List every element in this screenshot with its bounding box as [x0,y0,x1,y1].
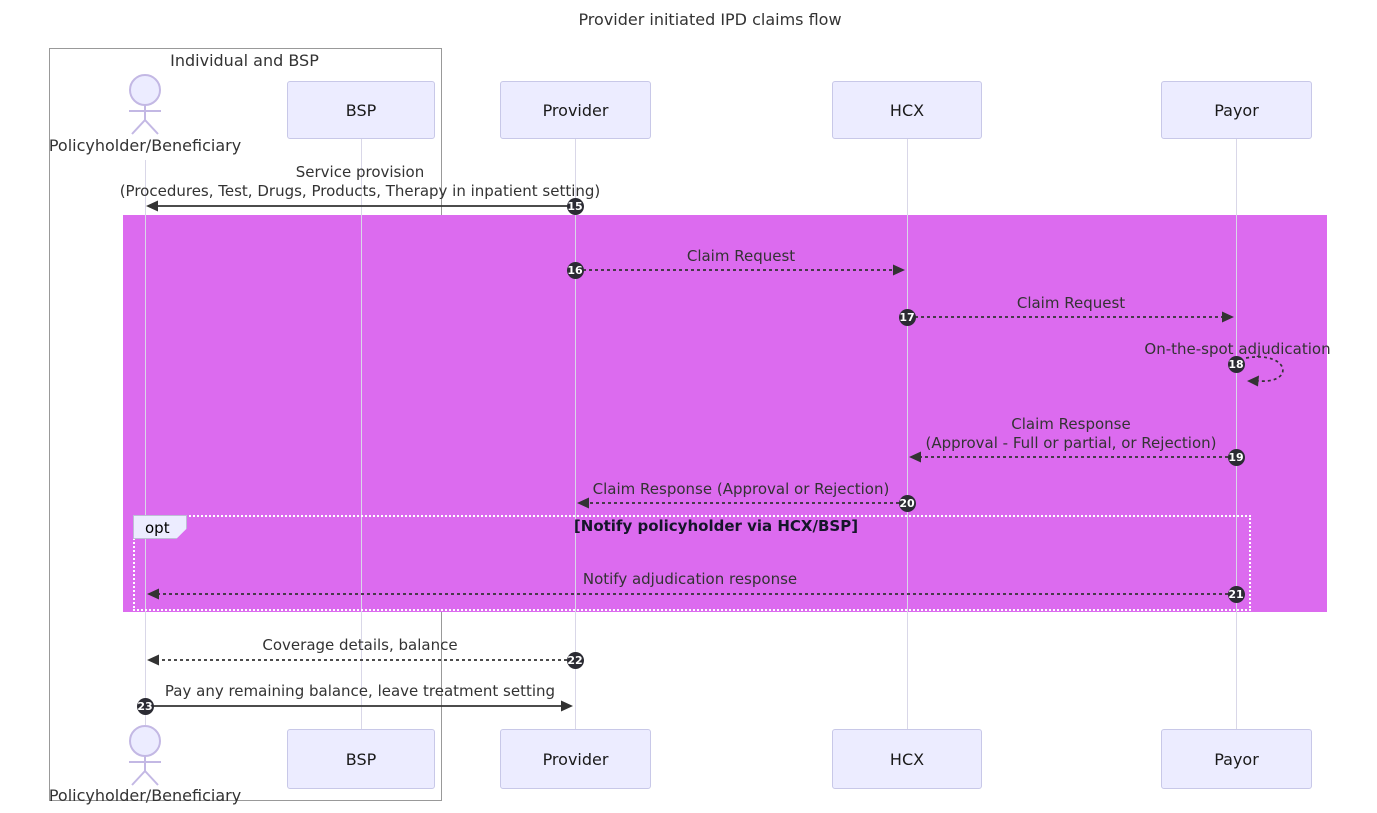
group-label: Individual and BSP [170,51,319,70]
highlight-background-rect [123,215,1327,612]
actor-figure-bottom [129,725,161,786]
arrow-16-head [893,264,905,276]
arrow-17-head [1222,311,1234,323]
actor-label-bottom: Policyholder/Beneficiary [48,786,242,805]
sequence-badge-16: 16 [566,261,584,279]
message-17-label: Claim Request [1016,294,1126,312]
sequence-badge-20: 20 [898,494,916,512]
sequence-badge-18: 18 [1227,355,1245,373]
participant-payor-bottom: Payor [1161,729,1312,789]
participant-bsp-top: BSP [287,81,435,139]
arrow-23-head [561,700,573,712]
arrow-15-head [146,200,158,212]
sequence-badge-23: 23 [136,697,154,715]
sequence-badge-17: 17 [898,308,916,326]
arrow-19-head [909,451,921,463]
message-18-label: On-the-spot adjudication [1144,340,1331,358]
message-16-label: Claim Request [686,247,796,265]
lifeline-hcx [907,139,908,729]
lifeline-policyholder [145,160,146,725]
sequence-badge-22: 22 [566,651,584,669]
diagram-title: Provider initiated IPD claims flow [578,10,842,29]
opt-fragment-condition: [Notify policyholder via HCX/BSP] [573,517,859,535]
sequence-badge-21: 21 [1227,585,1245,603]
arrow-21-head [147,588,159,600]
lifeline-provider [575,139,576,729]
lifeline-payor [1236,139,1237,729]
message-20-label: Claim Response (Approval or Rejection) [592,480,890,498]
message-21-label: Notify adjudication response [582,570,798,588]
arrow-18-selfloop [1245,356,1284,382]
message-22-label: Coverage details, balance [262,636,458,654]
arrow-20-head [577,497,589,509]
message-19-label-line1: Claim Response [1011,415,1131,433]
sequence-badge-15: 15 [566,197,584,215]
participant-provider-bottom: Provider [500,729,651,789]
arrow-18-head [1247,375,1259,387]
opt-fragment-frame [133,515,1251,611]
participant-provider-top: Provider [500,81,651,139]
message-19-label-line2: (Approval - Full or partial, or Rejectio… [925,434,1217,452]
message-15-label-line1: Service provision [295,163,425,181]
message-23-label: Pay any remaining balance, leave treatme… [164,682,556,700]
arrow-22-head [147,654,159,666]
participant-payor-top: Payor [1161,81,1312,139]
lifeline-bsp [361,139,362,729]
participant-hcx-top: HCX [832,81,982,139]
actor-label-top: Policyholder/Beneficiary [48,136,242,155]
message-15-label-line2: (Procedures, Test, Drugs, Products, Ther… [119,182,601,200]
actor-figure-top [129,74,161,135]
opt-fragment-operator: opt [133,515,187,539]
participant-bsp-bottom: BSP [287,729,435,789]
participant-hcx-bottom: HCX [832,729,982,789]
sequence-badge-19: 19 [1227,448,1245,466]
